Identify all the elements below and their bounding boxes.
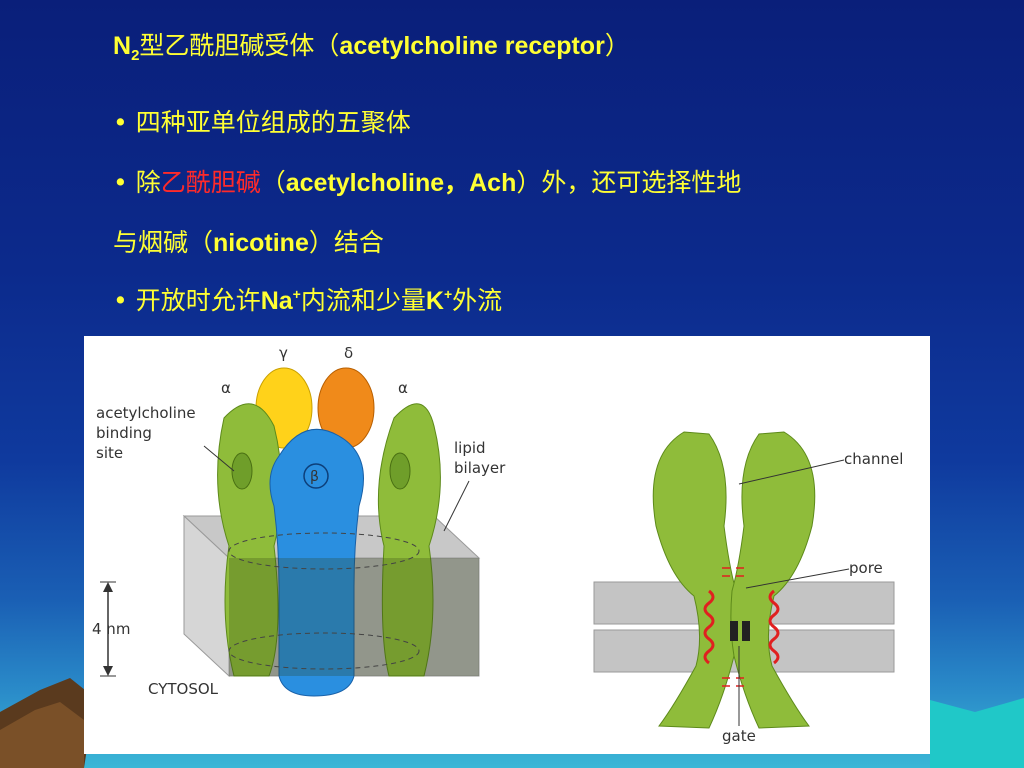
label-alpha-left: α — [221, 379, 231, 397]
label-channel: channel — [844, 450, 903, 468]
bullet-2-rest: ）外，还可选择性地 — [516, 168, 742, 197]
slide-title: N2型乙酰胆碱受体（acetylcholine receptor） — [113, 26, 630, 64]
label-gate: gate — [722, 727, 756, 745]
title-n: N — [113, 32, 132, 60]
title-close: ） — [604, 31, 630, 60]
bullet-2-prefix: • 除 — [113, 168, 161, 197]
label-lipid-2: bilayer — [454, 459, 506, 477]
label-pore: pore — [849, 559, 883, 577]
label-ach-site-2: binding — [96, 424, 152, 442]
bullet-1: • 四种亚单位组成的五聚体 — [113, 108, 411, 137]
bullet-2: • 除乙酰胆碱（acetylcholine，Ach）外，还可选择性地 — [113, 163, 741, 199]
bullet-4-na: Na — [260, 287, 293, 315]
label-delta: δ — [344, 344, 353, 362]
bullet-2-open: （ — [260, 168, 286, 197]
bullet-3-prefix: 与烟碱（ — [113, 228, 214, 257]
bullet-2-en: acetylcholine，Ach — [285, 169, 517, 197]
label-ach-site-3: site — [96, 444, 123, 462]
bullet-4-prefix: • 开放时允许 — [113, 286, 261, 315]
title-en: acetylcholine receptor — [339, 32, 605, 60]
bullet-4-plus-2: + — [443, 286, 453, 302]
bullet-2-highlight: 乙酰胆碱 — [160, 168, 261, 197]
bullet-4-end: 外流 — [452, 286, 503, 315]
receptor-figure: γ δ α α β acetylcholine binding site lip… — [84, 336, 930, 754]
label-cytosol: CYTOSOL — [148, 680, 219, 698]
label-alpha-right: α — [398, 379, 408, 397]
title-sub: 2 — [131, 47, 140, 64]
bullet-3: 与烟碱（nicotine）结合 — [113, 223, 384, 259]
label-gamma: γ — [279, 344, 288, 362]
label-ach-site-1: acetylcholine — [96, 404, 196, 422]
title-cn: 型乙酰胆碱受体（ — [139, 31, 340, 60]
bullet-4-k: K — [425, 287, 444, 315]
label-lipid-1: lipid — [454, 439, 486, 457]
bullet-4-plus-1: + — [292, 286, 301, 302]
mountain-decoration — [0, 678, 1024, 768]
label-scale: 4 nm — [92, 620, 130, 638]
bullet-3-rest: ）结合 — [308, 228, 384, 257]
bullet-3-en: nicotine — [213, 229, 309, 257]
receptor-diagram: γ δ α α β acetylcholine binding site lip… — [92, 344, 903, 745]
bullet-4-mid: 内流和少量 — [300, 286, 426, 315]
bullet-4: • 开放时允许Na+内流和少量K+外流 — [113, 281, 502, 317]
label-beta: β — [310, 469, 319, 485]
